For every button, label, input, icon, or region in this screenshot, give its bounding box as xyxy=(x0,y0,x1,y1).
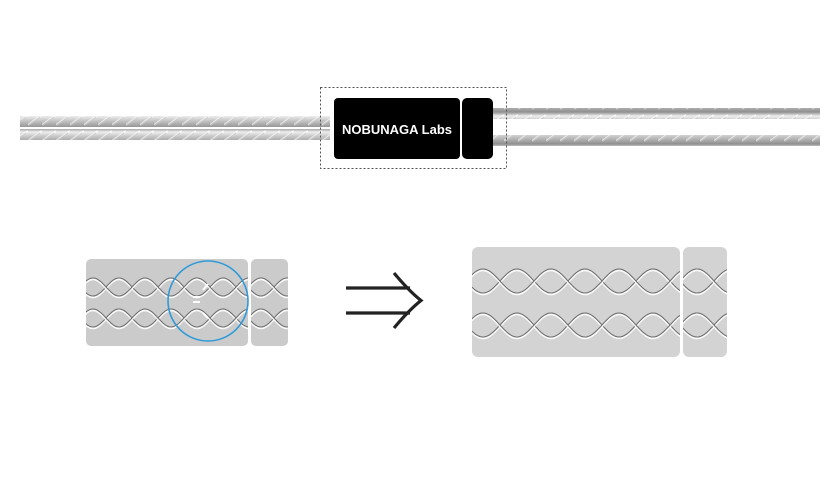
housing-before-body xyxy=(86,259,248,346)
wiresLargeR-wire-0b-highlight xyxy=(683,269,727,296)
wiresLarge-wire-0b xyxy=(472,268,680,294)
wiresSmall-wire-1b xyxy=(86,308,248,328)
cable-left xyxy=(20,116,330,140)
housing-after xyxy=(472,247,727,357)
wiresLargeR-wire-1b xyxy=(683,312,727,338)
wiresLarge-wire-1b xyxy=(472,312,680,338)
splitter-logo-block xyxy=(334,98,460,159)
cable-right xyxy=(490,108,820,146)
wiresSmall-wire-1a-highlight xyxy=(86,309,248,330)
wiresLarge-wire-0a xyxy=(472,268,680,294)
wiresSmall-wire-0b-highlight xyxy=(86,278,248,299)
wiresLarge-wire-0a-highlight xyxy=(472,269,680,296)
highlight-circle-icon xyxy=(167,260,249,342)
wiresSmall-wire-0b xyxy=(86,277,248,297)
cable-left-wire-bottom xyxy=(20,129,330,140)
housing-before-wires xyxy=(86,277,248,330)
implies-arrow-icon xyxy=(346,271,424,330)
wiresSmallR-wire-1a xyxy=(251,308,288,328)
wiresSmallR-wire-0b-highlight xyxy=(251,278,288,299)
wiresLargeR-wire-1a-highlight xyxy=(683,313,727,340)
wiresSmall-wire-1a xyxy=(86,308,248,328)
wiresLarge-wire-1a-highlight xyxy=(472,313,680,340)
wiresSmall-wire-1b-highlight xyxy=(86,309,248,330)
wiresSmallR-wire-1a-highlight xyxy=(251,309,288,330)
housing-after-cap-wires xyxy=(683,268,727,340)
logo-text: NOBUNAGA Labs xyxy=(342,122,452,137)
cable-right-wire-top xyxy=(490,108,820,119)
wiresSmall-wire-0a-highlight xyxy=(86,278,248,299)
wiresSmallR-wire-1b-highlight xyxy=(251,309,288,330)
wiresLargeR-wire-0a-highlight xyxy=(683,269,727,296)
wiresLarge-wire-1a xyxy=(472,312,680,338)
wiresLargeR-wire-0a xyxy=(683,268,727,294)
wire-junction-icon xyxy=(193,283,209,319)
wiresLarge-wire-0b-highlight xyxy=(472,269,680,296)
housing-before-cap-wires xyxy=(251,277,288,330)
cable-assembly: NOBUNAGA Labs xyxy=(20,87,820,169)
housing-after-body xyxy=(472,247,680,357)
wiresLargeR-wire-1b-highlight xyxy=(683,313,727,340)
wiresLarge-wire-1b-highlight xyxy=(472,313,680,340)
wiresSmallR-wire-0b xyxy=(251,277,288,297)
wiresSmall-wire-0a xyxy=(86,277,248,297)
wiresLargeR-wire-1a xyxy=(683,312,727,338)
wiresSmallR-wire-1b xyxy=(251,308,288,328)
cable-right-wire-bottom xyxy=(490,135,820,146)
housing-after-wires xyxy=(472,268,680,340)
cable-left-wire-top xyxy=(20,116,330,127)
splitter-end-cap xyxy=(462,98,493,159)
housing-before xyxy=(86,259,288,346)
wiresSmallR-wire-0a xyxy=(251,277,288,297)
selection-outline xyxy=(320,87,507,169)
housing-before-cap xyxy=(251,259,288,346)
housing-after-cap xyxy=(683,247,727,357)
wiresSmallR-wire-0a-highlight xyxy=(251,278,288,299)
wiresLargeR-wire-0b xyxy=(683,268,727,294)
